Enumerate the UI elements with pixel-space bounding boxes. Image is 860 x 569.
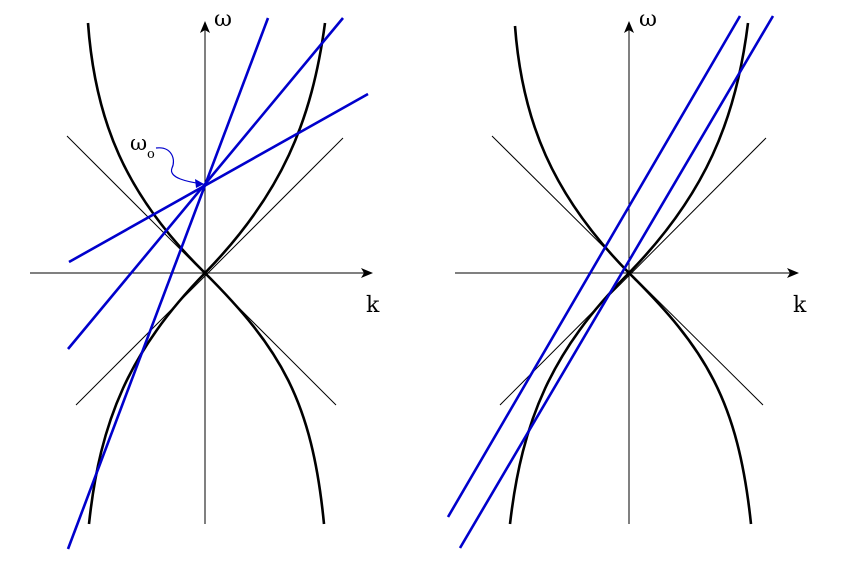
right-k-label: k (793, 293, 807, 318)
right-blue-line-1 (446, 15, 742, 518)
omega0-label: ω (130, 131, 147, 155)
left-dispersion-curve-2 (87, 22, 327, 525)
right-panel: ω k (446, 7, 807, 549)
right-asymptote-2 (499, 137, 767, 406)
right-blue-line-2 (458, 15, 775, 549)
left-k-label: k (366, 293, 380, 318)
left-blue-line-medium (67, 17, 344, 350)
right-omega-label: ω (639, 7, 657, 32)
omega0-pointer-arrow (155, 147, 204, 185)
right-dispersion-curve-1 (513, 25, 753, 525)
left-omega-label: ω (214, 7, 232, 32)
omega0-pointer-head (195, 179, 204, 188)
left-blue-line-shallow (68, 92, 369, 264)
right-dispersion-curve-2 (508, 22, 750, 525)
left-panel: ω o ω k (30, 7, 380, 550)
omega0-subscript: o (147, 147, 155, 162)
left-asymptote-2 (75, 137, 344, 406)
left-blue-line-steep (66, 17, 270, 550)
